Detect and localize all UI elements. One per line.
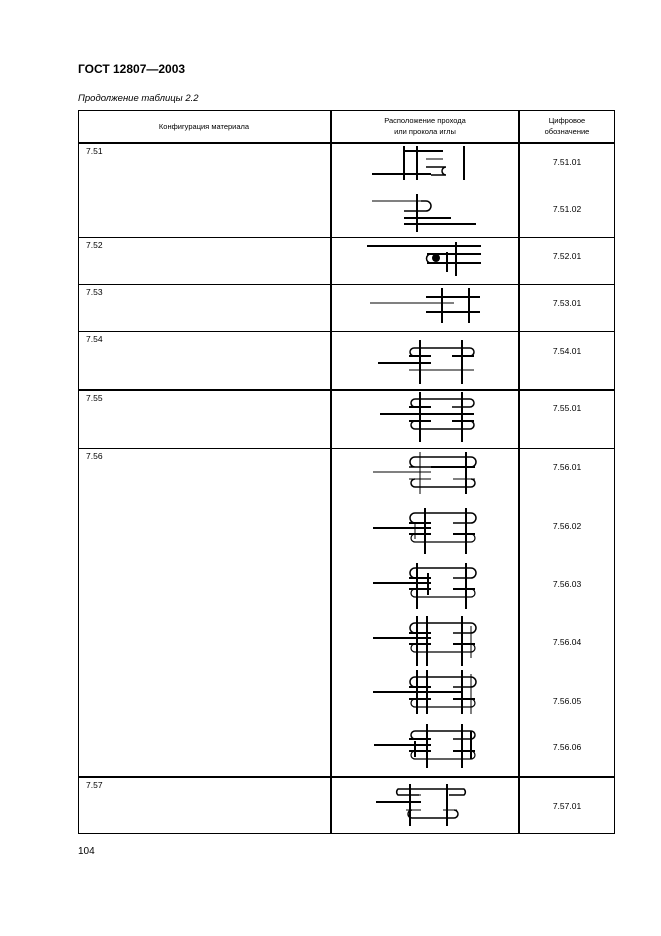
row-config-label: 7.57 xyxy=(86,780,103,790)
needle-diagram-7-56-06 xyxy=(374,724,476,768)
needle-diagram-7-57-01 xyxy=(376,784,467,826)
row-divider xyxy=(78,448,615,449)
page-number: 104 xyxy=(78,846,95,857)
column-divider xyxy=(330,110,332,834)
column-divider xyxy=(518,110,520,834)
digital-code: 7.56.05 xyxy=(552,696,582,706)
digital-code: 7.51.01 xyxy=(552,157,582,167)
digital-code: 7.55.01 xyxy=(552,403,582,413)
column-header-label: обозначение xyxy=(544,127,590,136)
row-config-label: 7.51 xyxy=(86,146,103,156)
row-config-label: 7.52 xyxy=(86,240,103,250)
needle-diagram-7-51-02 xyxy=(372,194,476,232)
digital-code: 7.56.03 xyxy=(552,579,582,589)
digital-code: 7.56.06 xyxy=(552,742,582,752)
needle-diagram-7-56-01 xyxy=(373,452,477,494)
row-divider xyxy=(78,389,615,391)
digital-code: 7.56.02 xyxy=(552,521,582,531)
digital-code: 7.56.01 xyxy=(552,462,582,472)
needle-diagram-7-56-03 xyxy=(373,563,477,609)
column-header-label: Конфигурация материала xyxy=(158,121,250,131)
digital-code: 7.54.01 xyxy=(552,346,582,356)
header-divider xyxy=(78,142,615,144)
digital-code: 7.57.01 xyxy=(552,801,582,811)
needle-diagram-7-56-04 xyxy=(373,616,477,666)
table-border-bottom xyxy=(78,833,615,834)
column-header-needle-position: Расположение прохода или прокола иглы xyxy=(332,110,518,142)
column-header-digital-code: Цифровое обозначение xyxy=(520,110,614,142)
column-header-label: Расположение прохода xyxy=(384,116,466,125)
table-border-top xyxy=(78,110,615,111)
row-divider xyxy=(78,776,615,778)
needle-diagram-7-53-01 xyxy=(370,288,480,323)
row-config-label: 7.56 xyxy=(86,451,103,461)
needle-diagram-7-52-01 xyxy=(367,242,481,276)
row-divider xyxy=(78,284,615,285)
row-divider xyxy=(78,331,615,332)
column-header-label: Цифровое xyxy=(548,116,586,125)
digital-code: 7.51.02 xyxy=(552,204,582,214)
needle-diagram-7-56-05 xyxy=(373,670,477,714)
row-config-label: 7.54 xyxy=(86,334,103,344)
digital-code: 7.52.01 xyxy=(552,251,582,261)
needle-diagram-7-55-01 xyxy=(380,392,475,442)
needle-diagram-7-54-01 xyxy=(378,340,475,384)
row-divider xyxy=(78,237,615,238)
digital-code: 7.53.01 xyxy=(552,298,582,308)
table-caption: Продолжение таблицы 2.2 xyxy=(78,93,199,104)
table-border-left xyxy=(78,110,79,834)
table-border-right xyxy=(614,110,615,834)
stitch-table: Конфигурация материала Расположение прох… xyxy=(78,110,615,834)
row-config-label: 7.53 xyxy=(86,287,103,297)
column-header-label: или прокола иглы xyxy=(394,127,456,136)
digital-code: 7.56.04 xyxy=(552,637,582,647)
needle-diagram-7-51-01 xyxy=(372,146,465,180)
needle-diagram-7-56-02 xyxy=(373,508,477,554)
column-header-configuration: Конфигурация материала xyxy=(78,110,330,142)
row-config-label: 7.55 xyxy=(86,393,103,403)
document-title: ГОСТ 12807—2003 xyxy=(78,62,186,76)
